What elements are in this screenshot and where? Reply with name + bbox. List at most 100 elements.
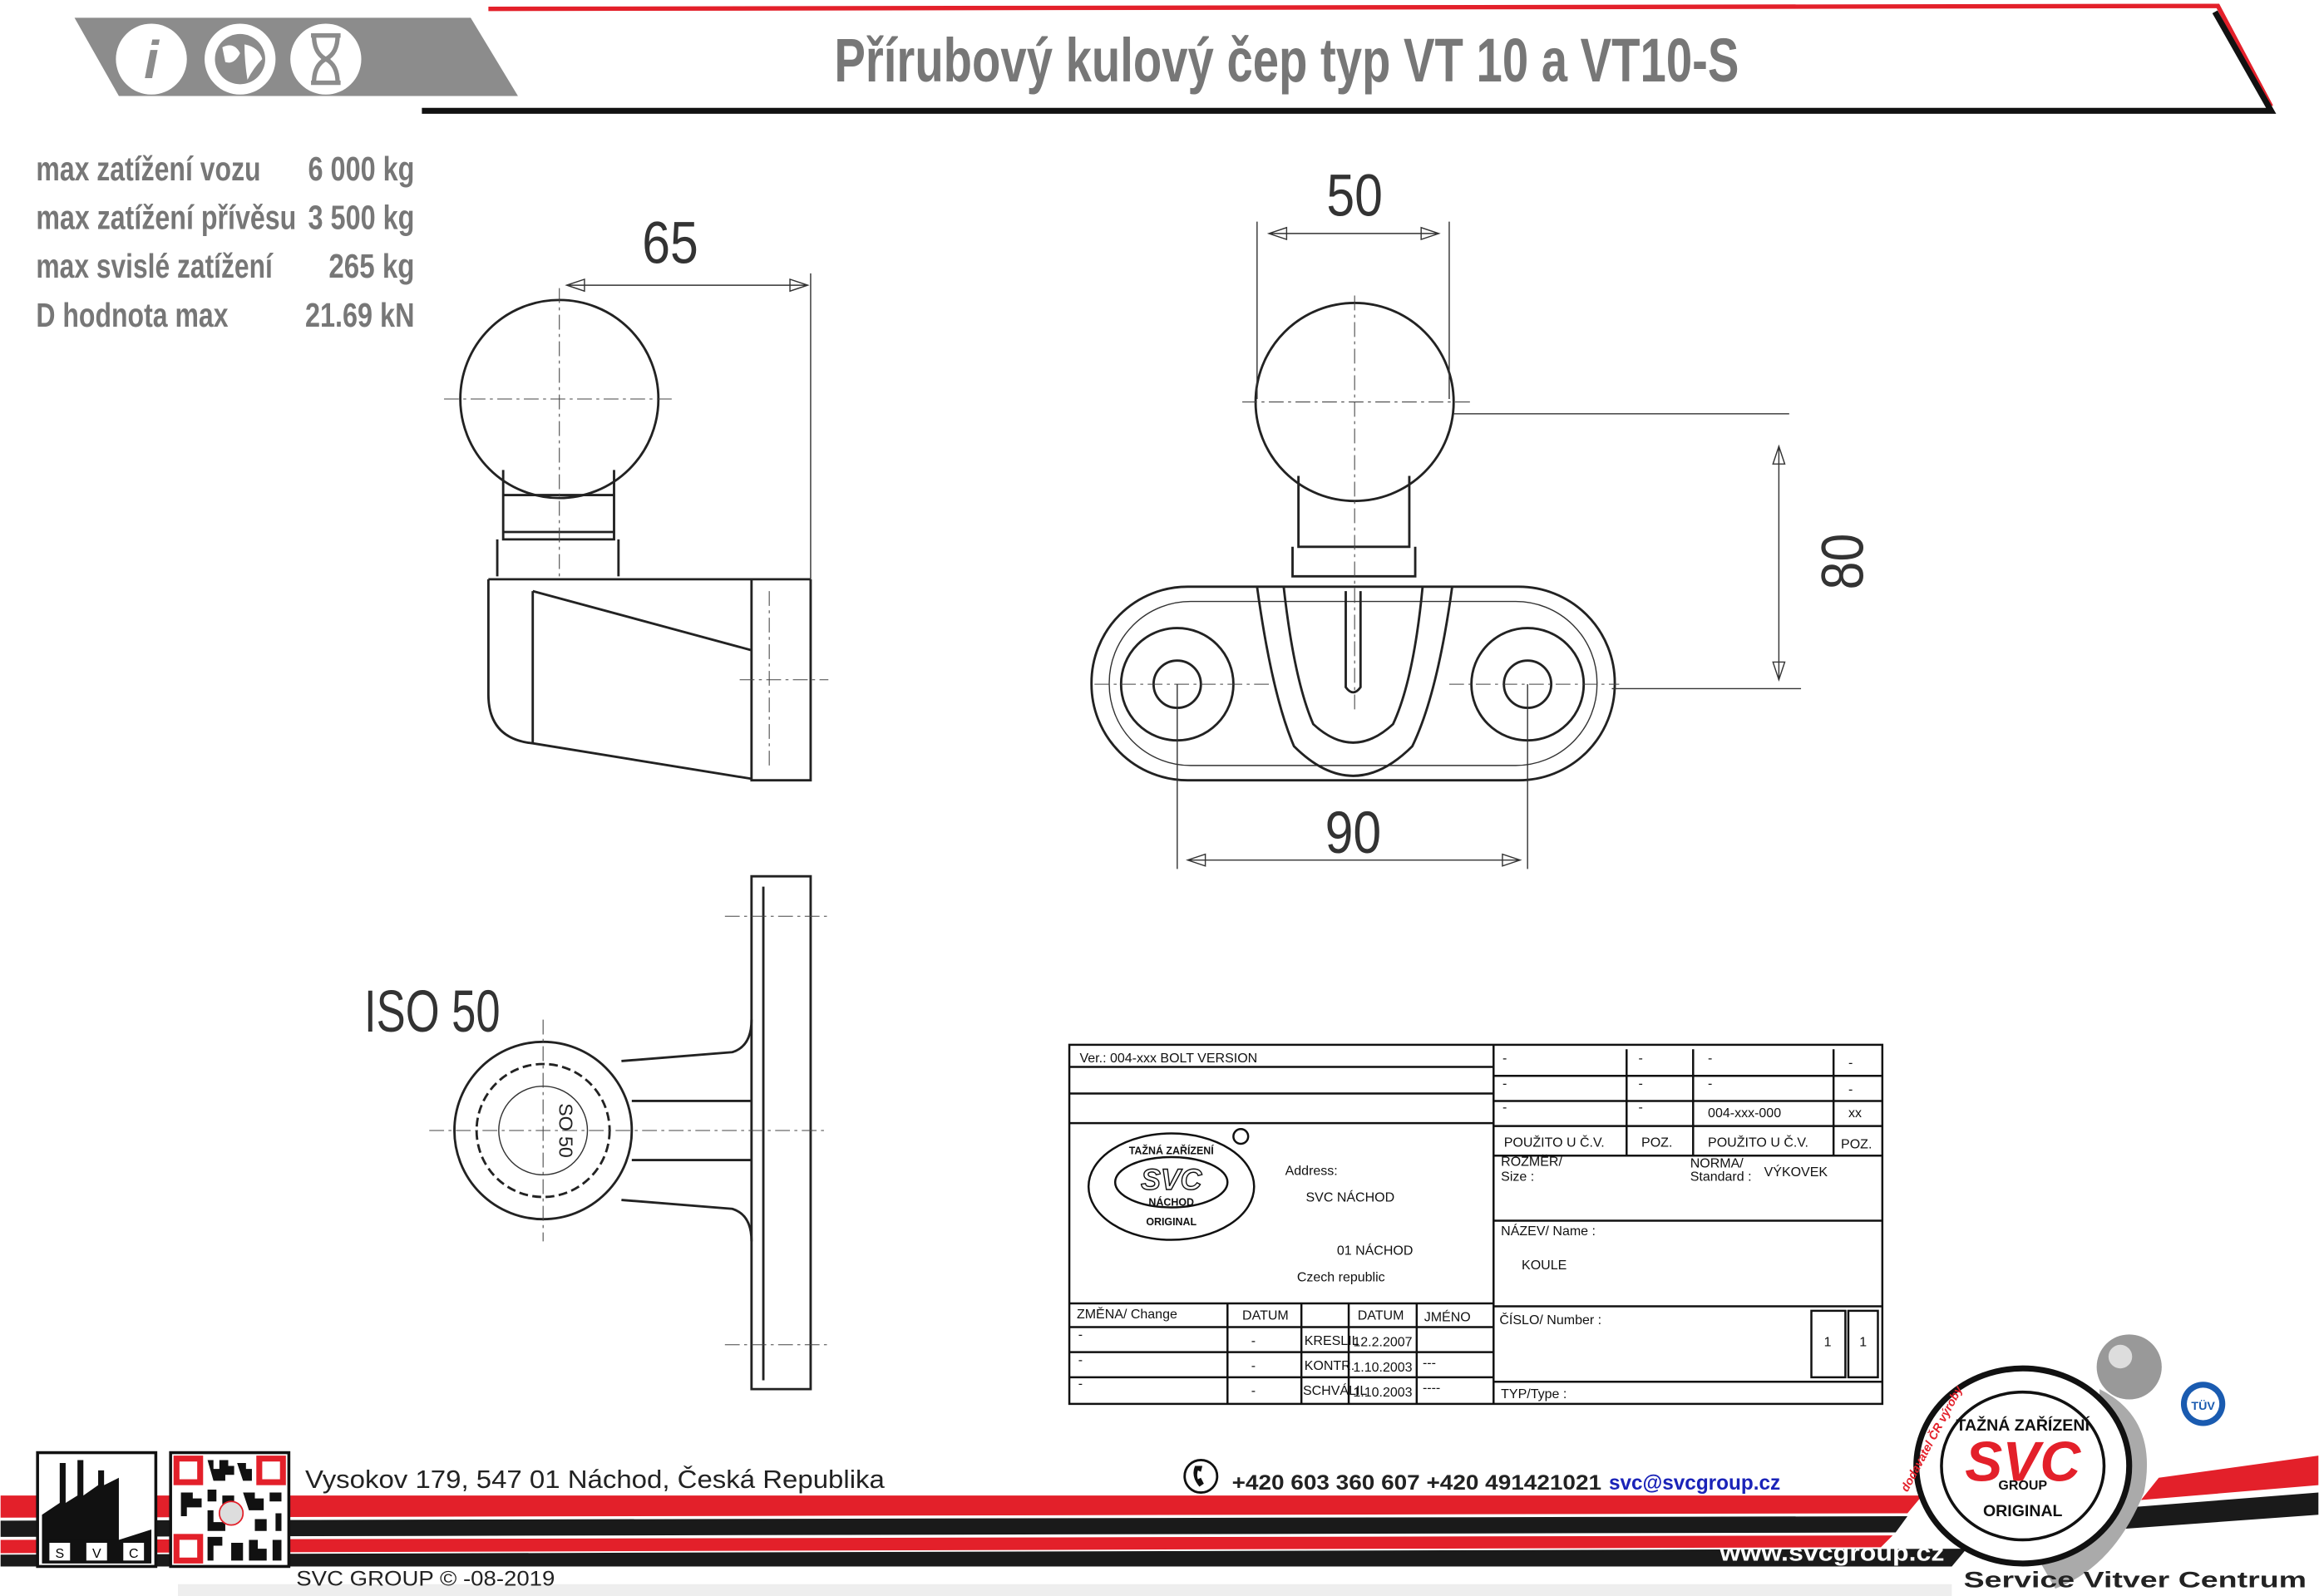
svg-text:-: - bbox=[1251, 1334, 1256, 1348]
front-view-drawing: 50 80 90 bbox=[1090, 164, 1877, 869]
sheet-number: 1 bbox=[1824, 1336, 1832, 1350]
footer-email[interactable]: svc@svcgroup.cz bbox=[1609, 1471, 1780, 1495]
svg-text:-: - bbox=[1251, 1384, 1256, 1398]
date-header: DATUM bbox=[1242, 1309, 1289, 1323]
svg-text:-: - bbox=[1078, 1328, 1083, 1342]
cell-dash: - bbox=[1502, 1076, 1507, 1091]
qr-code[interactable] bbox=[169, 1451, 291, 1569]
svg-text:KONTR.: KONTR. bbox=[1305, 1359, 1354, 1373]
pos-label: POZ. bbox=[1841, 1137, 1872, 1151]
footer-phone: +420 603 360 607 +420 491421021 bbox=[1232, 1471, 1602, 1495]
svg-text:-: - bbox=[1251, 1359, 1256, 1373]
cell-dash: - bbox=[1639, 1076, 1643, 1091]
svc-stamp-logo: SVC TAŽNÁ ZAŘÍZENÍ NÁCHOD ORIGINAL bbox=[1087, 1127, 1256, 1241]
brand-text: TAŽNÁ ZAŘÍZENÍ bbox=[1956, 1415, 2090, 1435]
sheet-count: 1 bbox=[1859, 1336, 1867, 1350]
svc-group-brand-logo: SVC TAŽNÁ ZAŘÍZENÍ GROUP ORIGINAL dodava… bbox=[1897, 1334, 2162, 1589]
part-name: KOULE bbox=[1522, 1259, 1567, 1273]
svc-factory-logo: S V C bbox=[36, 1451, 158, 1569]
dimension-90: 90 bbox=[1325, 800, 1382, 866]
tuv-badge: TÜV bbox=[2180, 1382, 2226, 1426]
spec-label: max svislé zatížení bbox=[36, 247, 274, 285]
cell-dash: - bbox=[1848, 1083, 1853, 1097]
cell-dash: - bbox=[1502, 1052, 1507, 1066]
address-line: 01 NÁCHOD bbox=[1337, 1242, 1414, 1258]
address-label: Address: bbox=[1285, 1164, 1338, 1178]
date-header: DATUM bbox=[1358, 1309, 1404, 1323]
title-block: Ver.: 004-xxx BOLT VERSION - - - - - - -… bbox=[1068, 1043, 1884, 1406]
svg-text:----: ---- bbox=[1423, 1382, 1440, 1396]
globe-icon[interactable] bbox=[205, 23, 276, 95]
dimension-50: 50 bbox=[1326, 164, 1383, 229]
number-label: ČÍSLO/ Number : bbox=[1499, 1312, 1601, 1328]
address-line: SVC NÁCHOD bbox=[1306, 1189, 1395, 1204]
name-header: JMÉNO bbox=[1424, 1308, 1471, 1324]
phone-icon bbox=[1183, 1459, 1219, 1494]
brand-svc: SVC bbox=[1965, 1431, 2081, 1493]
stamp-text: NÁCHOD bbox=[1148, 1196, 1194, 1209]
spec-label: max zatížení vozu bbox=[36, 150, 260, 188]
standard-label: Standard : bbox=[1690, 1170, 1752, 1184]
used-in-label: POUŽITO U Č.V. bbox=[1708, 1135, 1808, 1150]
hourglass-icon[interactable] bbox=[290, 23, 362, 95]
cell-dash: - bbox=[1708, 1052, 1712, 1066]
svg-text:12.2.2007: 12.2.2007 bbox=[1353, 1336, 1412, 1350]
stamp-text: TAŽNÁ ZAŘÍZENÍ bbox=[1129, 1144, 1215, 1156]
table-row: - - KONTR. 1.10.2003 --- bbox=[1078, 1353, 1436, 1375]
standard-label: NORMA/ bbox=[1690, 1156, 1744, 1170]
stamp-text: ORIGINAL bbox=[1146, 1216, 1197, 1228]
type-label: TYP/Type : bbox=[1501, 1387, 1567, 1401]
svg-text:SCHVÁLIL: SCHVÁLIL bbox=[1303, 1382, 1367, 1398]
footer-address: Vysokov 179, 547 01 Náchod, Česká Republ… bbox=[305, 1465, 885, 1494]
specs-list: max zatížení vozu 6 000 kg max zatížení … bbox=[36, 150, 414, 334]
cell-dash: - bbox=[1708, 1076, 1712, 1091]
footer-stripe bbox=[0, 1549, 1967, 1567]
version-text: Ver.: 004-xxx BOLT VERSION bbox=[1080, 1052, 1258, 1066]
used-in-label: POUŽITO U Č.V. bbox=[1504, 1135, 1605, 1150]
spec-value: 21.69 kN bbox=[305, 296, 415, 334]
svg-text:1.10.2003: 1.10.2003 bbox=[1353, 1361, 1412, 1375]
svg-text:V: V bbox=[92, 1547, 101, 1561]
svg-text:-: - bbox=[1078, 1353, 1083, 1367]
svg-text:---: --- bbox=[1423, 1356, 1436, 1370]
svg-text:i: i bbox=[144, 30, 160, 90]
service-vitver-centrum: Service Vitver Centrum bbox=[1964, 1567, 2307, 1592]
dimension-80: 80 bbox=[1811, 534, 1877, 590]
part-number: 004-xxx-000 bbox=[1708, 1106, 1781, 1121]
svg-text:C: C bbox=[129, 1547, 139, 1561]
table-row: - - KRESLIL 12.2.2007 bbox=[1078, 1328, 1413, 1350]
change-header: ZMĚNA/ Change bbox=[1077, 1306, 1177, 1322]
cell-dash: - bbox=[1502, 1101, 1507, 1115]
spec-value: 3 500 kg bbox=[308, 199, 415, 237]
footer-copyright: SVC GROUP © -08-2019 bbox=[296, 1568, 555, 1591]
brand-text: GROUP bbox=[1998, 1479, 2047, 1493]
name-label: NÁZEV/ Name : bbox=[1501, 1223, 1596, 1239]
top-view-drawing: SO 50 ISO 50 bbox=[364, 874, 829, 1391]
address-line: Czech republic bbox=[1297, 1270, 1385, 1284]
svg-text:KRESLIL: KRESLIL bbox=[1305, 1334, 1359, 1348]
spec-label: max zatížení přívěsu bbox=[36, 199, 296, 237]
spec-value: 265 kg bbox=[328, 247, 414, 285]
cell-dash: - bbox=[1639, 1052, 1643, 1066]
ball-marking: SO 50 bbox=[555, 1103, 577, 1158]
dimension-65: 65 bbox=[642, 210, 698, 276]
svg-text:TÜV: TÜV bbox=[2191, 1399, 2215, 1413]
header-black-line bbox=[422, 10, 2277, 114]
footer-stripe bbox=[0, 1495, 1922, 1518]
cell-dash: - bbox=[1848, 1057, 1853, 1071]
cell-dash: - bbox=[1639, 1101, 1643, 1115]
footer-stripe bbox=[0, 1535, 1893, 1554]
page-title: Přírubový kulový čep typ VT 10 a VT10-S bbox=[834, 25, 1739, 95]
cell-xx: xx bbox=[1848, 1106, 1862, 1121]
svg-text:S: S bbox=[55, 1547, 64, 1561]
header: i Přírubový kulový čep typ VT 10 a VT10-… bbox=[74, 3, 2277, 114]
info-icon[interactable]: i bbox=[116, 23, 187, 95]
size-label: ROZMĚR/ bbox=[1501, 1154, 1562, 1170]
table-row: - - SCHVÁLIL 1.10.2003 ---- bbox=[1078, 1377, 1441, 1400]
size-label: Size : bbox=[1501, 1170, 1534, 1184]
header-red-line bbox=[488, 3, 2273, 108]
footer-website[interactable]: www.svcgroup.cz bbox=[1719, 1539, 1944, 1566]
iso-label: ISO 50 bbox=[364, 979, 501, 1045]
stamp-text: SVC bbox=[1141, 1163, 1202, 1196]
